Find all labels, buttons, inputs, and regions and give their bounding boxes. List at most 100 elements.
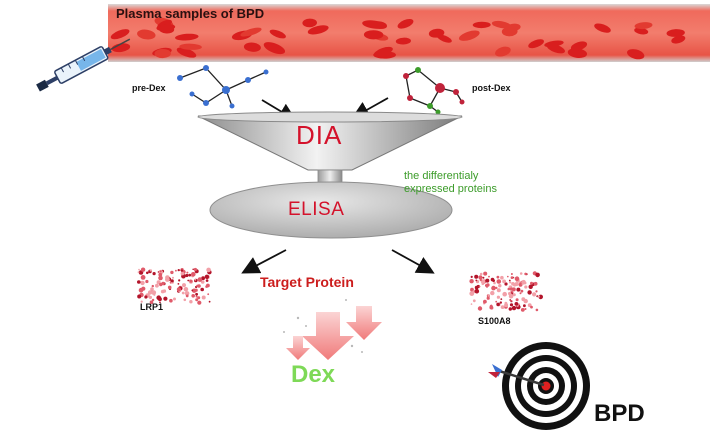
protein-atom [138,268,140,271]
protein-atom [507,275,509,278]
protein-atom [197,296,201,300]
protein-atom [155,283,159,288]
protein-atom [137,271,140,273]
protein-atom [523,298,528,304]
protein-atom [159,282,163,287]
protein-atom [182,283,186,288]
protein-atom [201,276,206,281]
protein-atom [195,292,199,296]
red-blood-cell [671,35,686,44]
protein-atom [195,295,198,298]
protein-atom [140,280,145,286]
protein-atom [196,284,199,288]
protein-atom [528,284,533,289]
protein-atom [144,295,148,299]
dex-label: Dex [291,361,336,388]
protein-atom [145,279,149,284]
protein-atom [510,273,513,275]
protein-atom [519,292,522,295]
red-blood-cell [137,29,156,40]
protein-atom [137,294,142,299]
protein-atom [482,276,485,279]
protein-atom [510,276,514,279]
red-blood-cell [458,30,480,41]
red-blood-cell [634,27,649,35]
red-blood-cell [504,23,521,32]
red-blood-cell [307,25,329,35]
red-blood-cell [158,24,175,34]
differential-proteins-note: the differentialy expressed proteins [404,170,497,196]
banner-title: Plasma samples of BPD [116,6,265,21]
protein-atom [191,289,194,292]
protein-atom [469,279,474,284]
protein-atom [520,289,524,293]
protein-atom [175,269,177,272]
protein-atom [532,292,537,297]
protein-atom [514,276,520,282]
protein-atom [498,284,502,288]
protein-atom [523,304,526,308]
protein-atom [200,287,204,292]
protein-atom [208,300,211,303]
protein-atom [491,285,496,291]
protein-atom [189,279,193,283]
protein-atom [533,281,538,286]
protein-atom [159,270,162,273]
protein-atom [504,282,508,286]
downregulation-arrows [286,306,382,360]
protein-atom [496,288,501,293]
protein-atom [535,308,539,312]
protein-atom [521,283,524,286]
protein-atom [478,275,483,280]
elisa-ellipse [209,181,453,239]
elisa-label: ELISA [288,199,345,220]
protein-atom [163,296,168,301]
protein-atom [508,291,512,296]
protein-atom [469,291,475,296]
red-blood-cell [240,27,262,37]
protein-atom [509,281,512,284]
protein-atom [479,272,483,276]
protein-atom [197,300,202,305]
protein-atom [140,300,143,303]
red-blood-cell [395,37,411,45]
protein-atom [150,287,154,291]
scatter-dots [283,299,363,353]
protein-atom [485,283,489,287]
note-line-1: the differentialy [404,170,479,182]
protein-atom [502,279,506,284]
protein-atom [512,293,516,297]
protein-atom [176,287,181,292]
protein-atom [524,272,527,276]
protein-atom [172,276,174,279]
dartboard-icon [488,342,590,430]
protein-atom [140,267,146,272]
red-blood-cell [634,22,653,30]
pre-dex-molecule [177,65,269,109]
protein-atom [507,287,511,291]
protein-atom [156,295,161,301]
note-line-2: expressed proteins [404,183,497,195]
protein-atom [170,279,174,283]
protein-atom [149,269,152,272]
protein-atom [524,308,527,310]
protein-atom [495,286,498,289]
protein-atom [194,278,197,281]
red-blood-cell [175,33,199,41]
protein-atom [185,294,189,298]
protein-atom [500,305,505,309]
protein-atom [483,271,488,276]
protein-atom [189,300,193,304]
protein-atom [521,279,526,285]
red-blood-cell [363,30,384,40]
protein-atom [137,280,141,284]
protein-atom [513,283,517,287]
protein-atom [502,291,508,297]
protein-atom [516,287,521,292]
protein-atom [509,303,514,307]
protein-atom [197,277,203,282]
protein-atom [535,290,538,293]
protein-atom [509,287,513,291]
protein-atom [470,303,473,305]
protein-atom [475,279,478,282]
